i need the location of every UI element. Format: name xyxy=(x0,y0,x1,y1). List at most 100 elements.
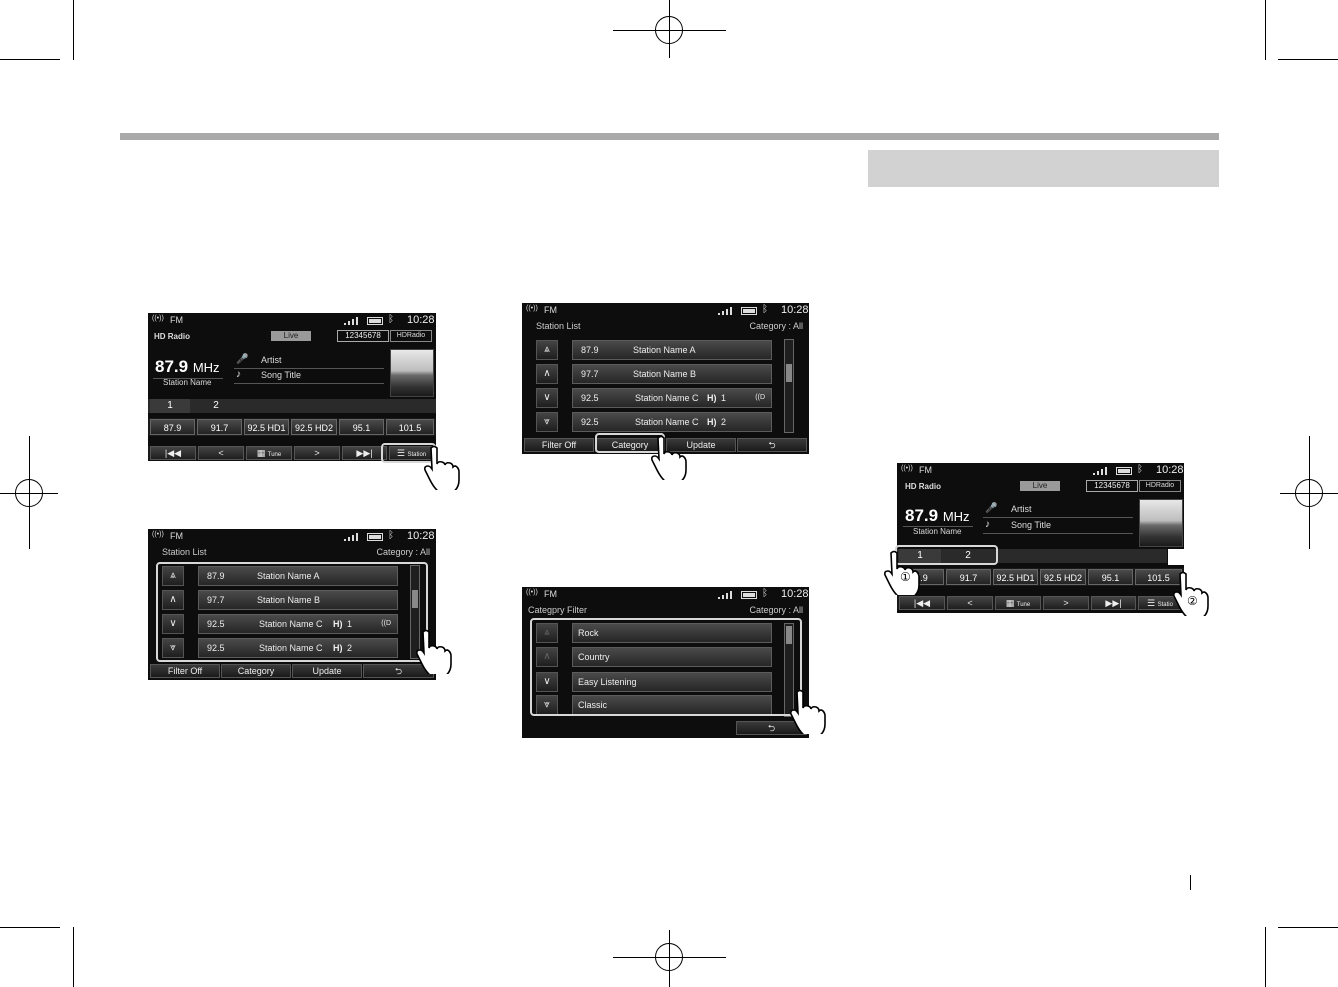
previous-button[interactable]: < xyxy=(198,446,244,460)
tune-label: Tune xyxy=(267,452,282,458)
seek-back-button[interactable]: |◀◀ xyxy=(150,446,196,460)
category-item[interactable]: Country xyxy=(572,647,772,667)
frequency-unit: MHz xyxy=(192,360,220,375)
next-button[interactable]: > xyxy=(1043,596,1089,610)
category-item[interactable]: Rock xyxy=(572,623,772,643)
scroll-down-button[interactable]: ∨ xyxy=(536,672,558,692)
page-down-button[interactable]: ⩔ xyxy=(536,412,558,432)
antenna-icon: ((•)) xyxy=(526,305,538,312)
preset-button[interactable]: 95.1 xyxy=(339,419,384,435)
scroll-up-button[interactable]: ∧ xyxy=(536,364,558,384)
seek-back-button[interactable]: |◀◀ xyxy=(899,596,945,610)
tab-2[interactable]: 2 xyxy=(943,549,993,563)
clock: 10:28 xyxy=(781,304,809,316)
scrollbar[interactable] xyxy=(784,623,794,717)
battery-icon xyxy=(741,591,757,599)
control-row: |◀◀ < ▦ Tune > ▶▶| ☰ Station xyxy=(148,446,436,460)
preset-row: 87.9 91.7 92.5 HD1 92.5 HD2 95.1 101.5 xyxy=(148,418,436,436)
bluetooth-icon: ᛒ xyxy=(1137,464,1143,475)
page-up-button[interactable]: ⩓ xyxy=(162,566,184,586)
scroll-down-button[interactable]: ∨ xyxy=(162,614,184,634)
page-marker xyxy=(1190,875,1191,890)
scrollbar[interactable] xyxy=(784,339,794,433)
preset-button[interactable]: 91.7 xyxy=(197,419,242,435)
seek-forward-button[interactable]: ▶▶| xyxy=(1091,596,1136,610)
scroll-thumb[interactable] xyxy=(786,626,792,644)
battery-icon xyxy=(367,533,383,541)
hand-pointer-icon xyxy=(651,435,687,480)
band-label: FM xyxy=(544,589,557,599)
tab-1[interactable]: 1 xyxy=(899,549,941,563)
frequency-unit: MHz xyxy=(942,509,970,524)
frequency-display: 87.9 MHz xyxy=(905,506,970,526)
scroll-down-button[interactable]: ∨ xyxy=(536,388,558,408)
clock: 10:28 xyxy=(781,588,809,600)
band-label: FM xyxy=(919,465,932,475)
scroll-thumb[interactable] xyxy=(412,590,418,608)
scroll-up-button[interactable]: ∧ xyxy=(536,647,558,667)
scroll-thumb[interactable] xyxy=(786,364,792,382)
list-item: ⩓ Rock xyxy=(536,623,776,643)
preset-button[interactable]: 95.1 xyxy=(1088,569,1133,585)
page-up-button[interactable]: ⩓ xyxy=(536,623,558,643)
list-icon: ☰ xyxy=(1147,598,1158,608)
signal-icon xyxy=(344,317,358,325)
preset-button[interactable]: 101.5 xyxy=(386,419,434,435)
antenna-icon: ((•)) xyxy=(526,589,538,596)
scroll-up-button[interactable]: ∧ xyxy=(162,590,184,610)
preset-button[interactable]: 92.5 HD2 xyxy=(1040,569,1086,585)
bluetooth-icon: ᛒ xyxy=(388,530,394,541)
tune-button[interactable]: ▦ Tune xyxy=(995,596,1041,610)
control-row: |◀◀ < ▦ Tune > ▶▶| ☰ Statio xyxy=(897,596,1184,610)
scrollbar[interactable] xyxy=(410,565,420,659)
filter-off-button[interactable]: Filter Off xyxy=(524,438,594,452)
preset-button[interactable]: 87.9 xyxy=(150,419,195,435)
previous-button[interactable]: < xyxy=(947,596,993,610)
clock: 10:28 xyxy=(1156,464,1184,476)
preset-button[interactable]: 91.7 xyxy=(946,569,991,585)
song-title-label: Song Title xyxy=(1011,520,1052,530)
hd-icon: H) xyxy=(707,393,717,403)
category-button[interactable]: Category xyxy=(221,664,291,678)
preset-button[interactable]: 92.5 HD1 xyxy=(244,419,289,435)
station-list-button[interactable]: ☰ Station xyxy=(389,446,434,460)
update-button[interactable]: Update xyxy=(666,438,736,452)
station-name: Station Name xyxy=(913,527,962,536)
status-bar: ((•)) FM ᛒ 10:28 xyxy=(897,463,1184,478)
list-title: Station List xyxy=(536,321,581,331)
back-button[interactable]: ⮌ xyxy=(737,438,807,452)
seek-forward-button[interactable]: ▶▶| xyxy=(342,446,387,460)
category-label: Category : All xyxy=(749,605,803,615)
preset-button[interactable]: 92.5 HD2 xyxy=(291,419,337,435)
divider xyxy=(983,517,1133,518)
status-bar: ((•)) FM ᛒ 10:28 xyxy=(522,303,809,318)
next-button[interactable]: > xyxy=(294,446,340,460)
preset-row: 7.9 91.7 92.5 HD1 92.5 HD2 95.1 101.5 xyxy=(897,568,1184,586)
tab-2[interactable]: 2 xyxy=(192,399,240,413)
page-up-button[interactable]: ⩓ xyxy=(536,340,558,360)
status-bar: ((•)) FM ᛒ 10:28 xyxy=(522,587,809,602)
bottom-button-row: Filter Off Category Update ⮌ xyxy=(148,664,436,678)
page-down-button[interactable]: ⩔ xyxy=(162,638,184,658)
radio-screen: ((•)) FM ᛒ 10:28 HD Radio Live 12345678 … xyxy=(148,313,436,461)
battery-icon xyxy=(741,307,757,315)
artist-label: Artist xyxy=(261,355,282,365)
filter-off-button[interactable]: Filter Off xyxy=(150,664,220,678)
preset-button[interactable]: 92.5 HD1 xyxy=(993,569,1038,585)
artist-icon: 🎤 xyxy=(236,354,249,365)
list-item: ⩔ Classic xyxy=(536,695,776,715)
tune-button[interactable]: ▦ Tune xyxy=(246,446,292,460)
category-item[interactable]: Easy Listening xyxy=(572,672,772,692)
tab-1[interactable]: 1 xyxy=(150,399,190,413)
update-button[interactable]: Update xyxy=(292,664,362,678)
